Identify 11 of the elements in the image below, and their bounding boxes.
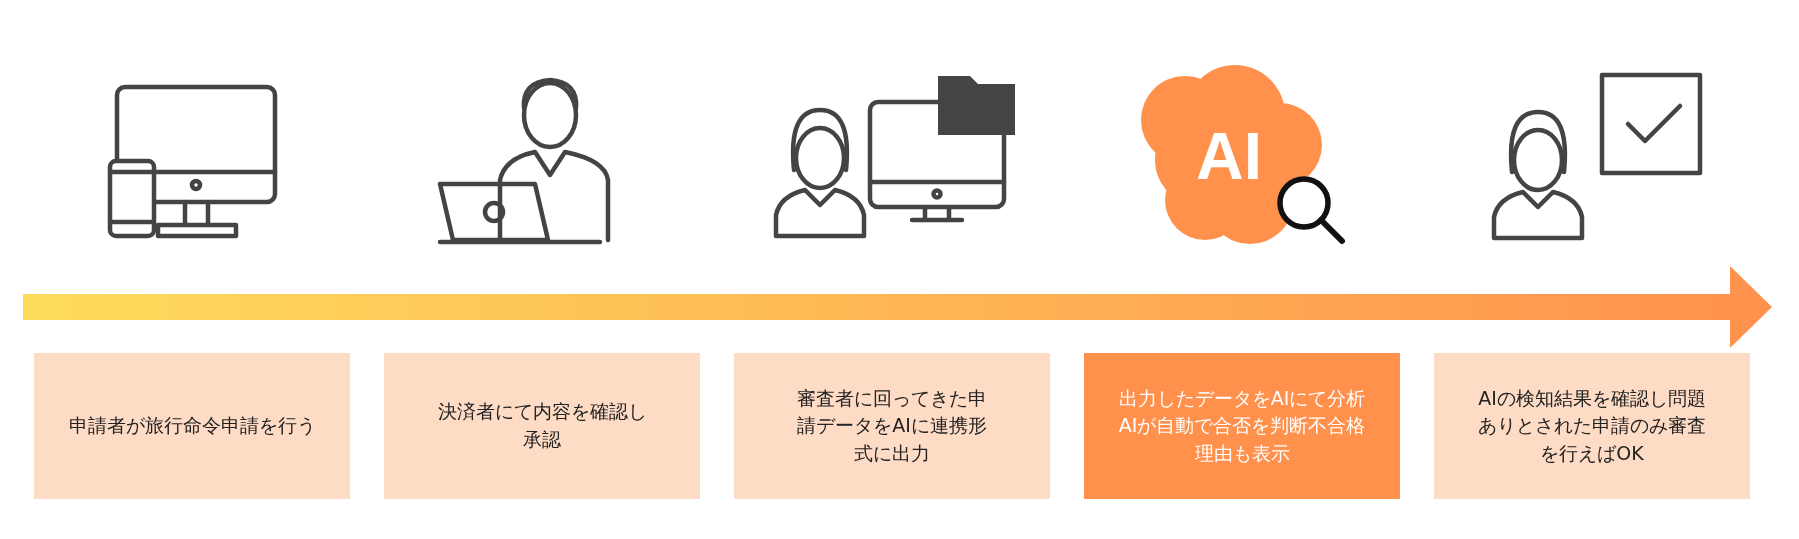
step-box [384, 353, 700, 499]
step-text: AIの検知結果を確認し問題ありとされた申請のみ審査を行えばOK [1477, 385, 1707, 466]
step-text: 審査者に回ってきた申請データをAIに連携形式に出力 [796, 385, 988, 466]
step-box [1084, 353, 1400, 499]
step-box [734, 353, 1050, 499]
step-box [1434, 353, 1750, 499]
step-box [34, 353, 350, 499]
step-text: 決済者にて内容を確認し承認 [436, 399, 648, 452]
ai-text: AI [1196, 118, 1262, 194]
step-text: 申請者が旅行命令申請を行う [68, 413, 316, 439]
step-text: 出力したデータをAIにて分析AIが自動で合否を判断不合格理由も表示 [1117, 385, 1367, 466]
